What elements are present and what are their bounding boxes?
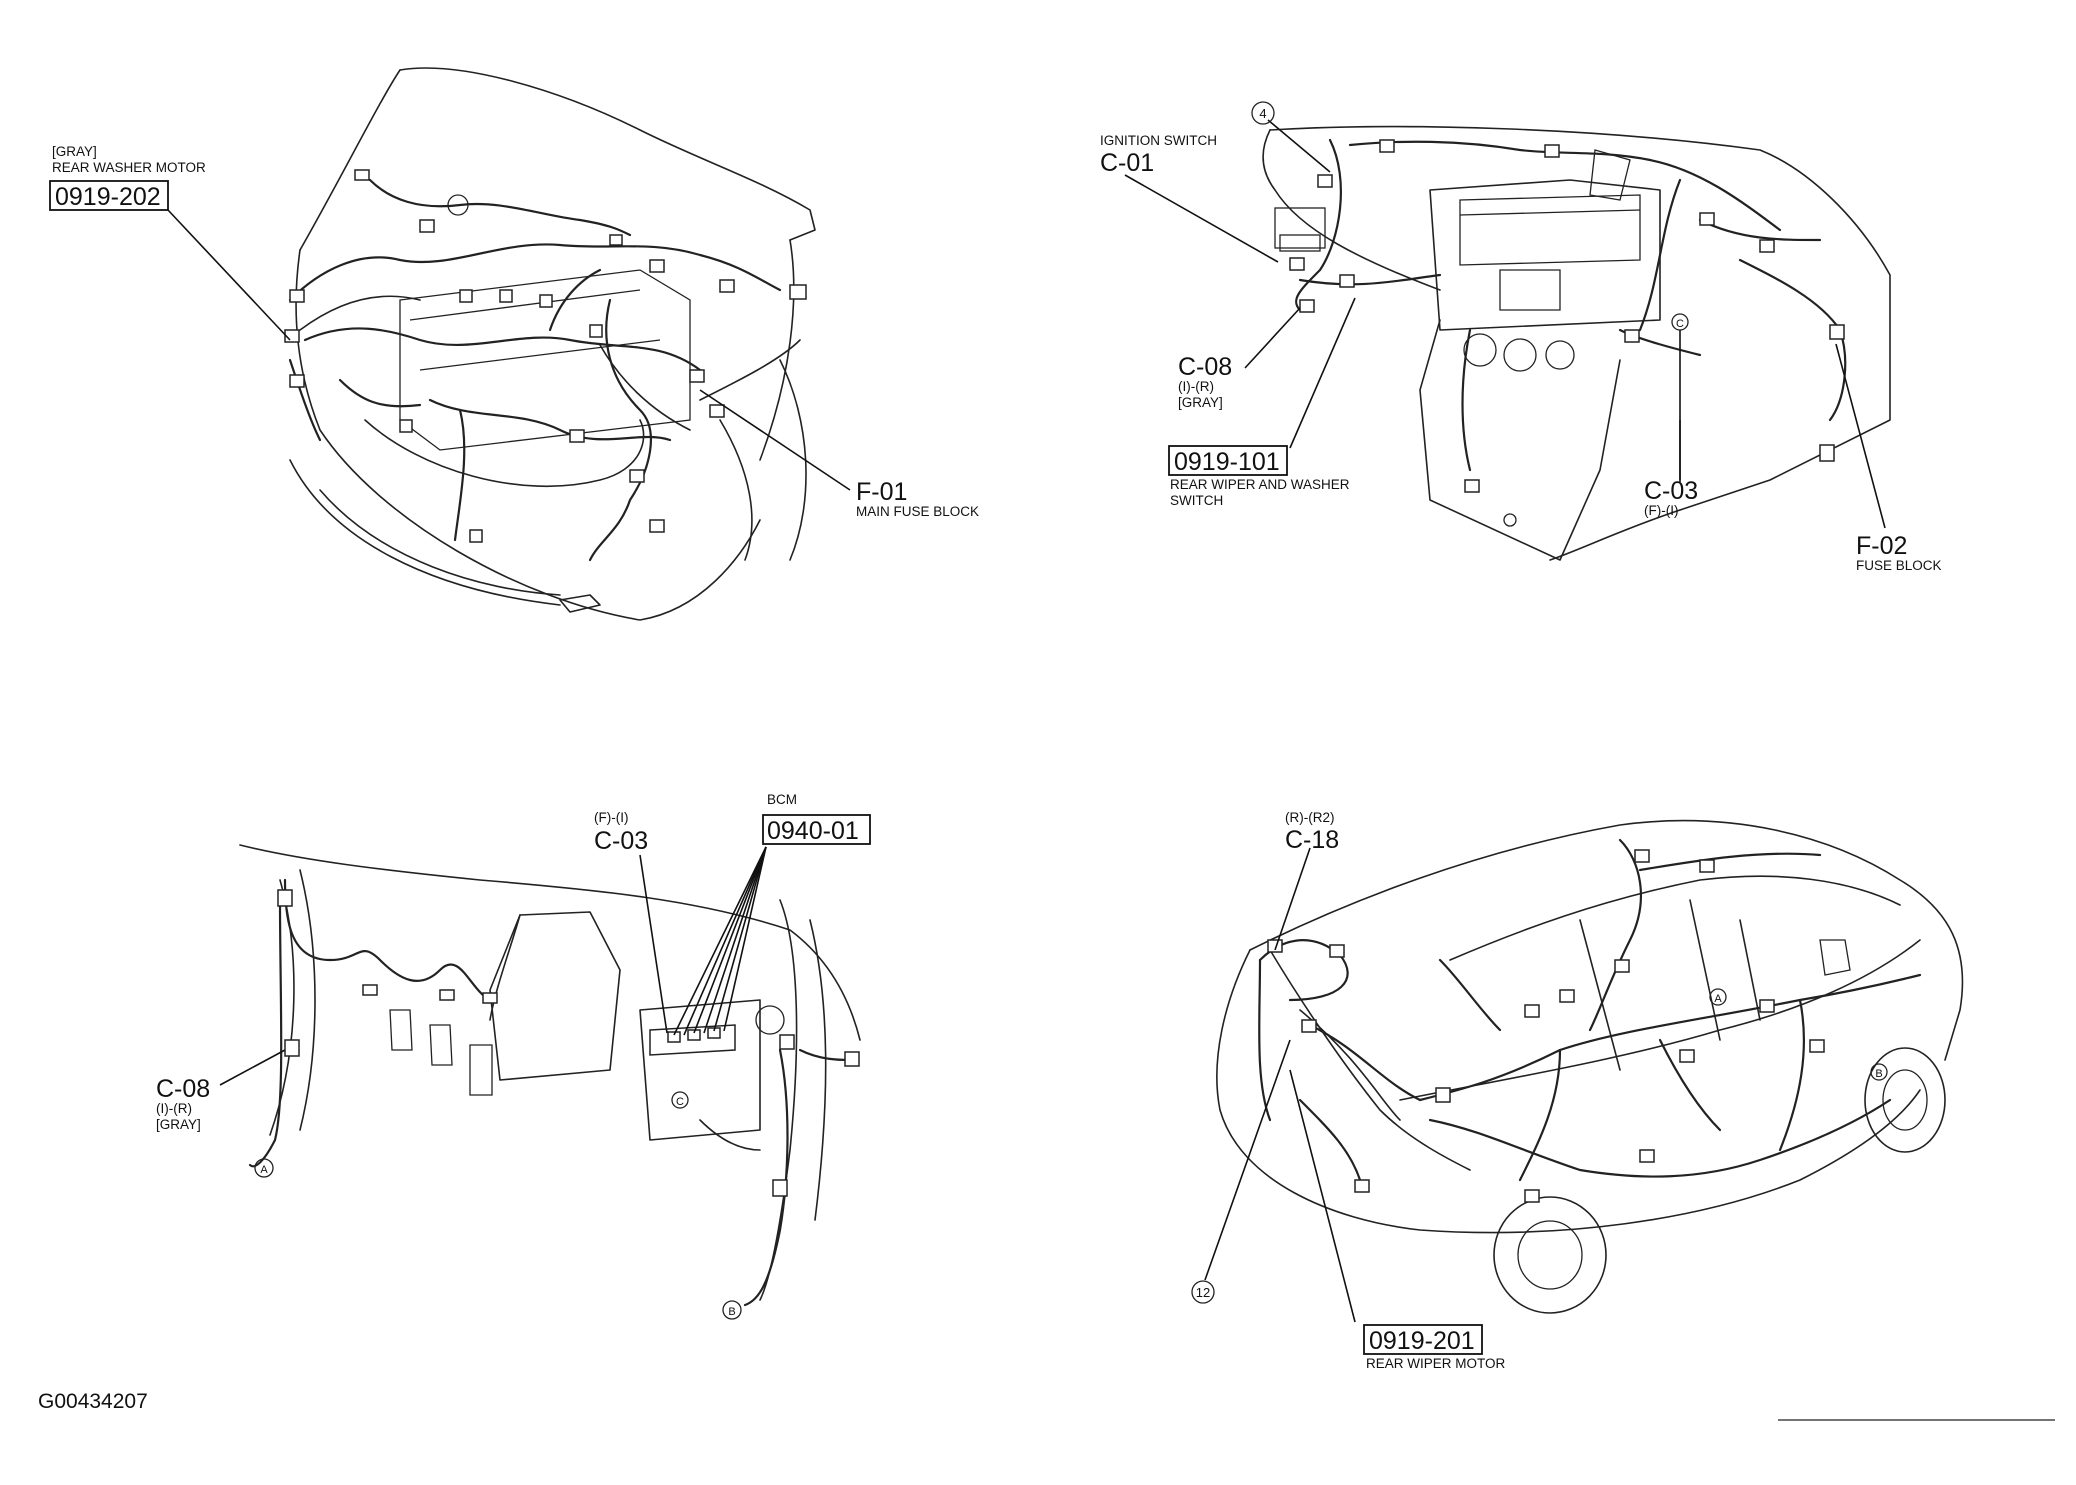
figure-id: G00434207	[38, 1390, 148, 1413]
c08-pins-instrument: (I)-(R)	[156, 1101, 192, 1116]
rear-wiper-washer-switch-label-1: REAR WIPER AND WASHER	[1170, 477, 1350, 492]
c08-pins: (I)-(R)	[1178, 379, 1214, 394]
callout-4: 4	[1259, 106, 1266, 121]
instrument-panel: BCM 0940-01 (F)-(I) C-03 C-08 (I)-(R) [G…	[156, 792, 871, 1320]
rear-body-panel: (R)-(R2) C-18 12 0919-201 REAR WIPER MOT…	[1191, 810, 1964, 1371]
marker-b-instrument: B	[728, 1306, 735, 1318]
c08-color-note: [GRAY]	[1178, 395, 1223, 410]
rear-washer-motor-code-box	[49, 180, 169, 211]
c08-code: C-08	[1178, 353, 1232, 381]
rear-wiper-washer-switch-label-2: SWITCH	[1170, 493, 1223, 508]
bcm-code: 0940-01	[767, 817, 859, 845]
main-fuse-block-code: F-01	[856, 478, 907, 506]
ignition-switch-label: IGNITION SWITCH	[1100, 133, 1217, 148]
rear-wiper-motor-code-box	[1363, 1324, 1483, 1355]
marker-c-instrument: C	[676, 1096, 684, 1108]
c18-code: C-18	[1285, 826, 1339, 854]
c03-code-instrument: C-03	[594, 827, 648, 855]
rear-washer-motor-color-note: [GRAY]	[52, 144, 97, 159]
rear-washer-motor-label: REAR WASHER MOTOR	[52, 160, 206, 175]
ignition-switch-code: C-01	[1100, 149, 1154, 177]
marker-c-dashboard: C	[1676, 318, 1684, 330]
rear-wiper-washer-switch-code: 0919-101	[1174, 448, 1280, 476]
c03-pins: (F)-(I)	[1644, 503, 1678, 518]
marker-b-rear: B	[1875, 1068, 1882, 1080]
callout-12: 12	[1196, 1285, 1210, 1300]
marker-a-instrument: A	[260, 1164, 268, 1176]
c08-color-note-instrument: [GRAY]	[156, 1117, 201, 1132]
marker-a-rear: A	[1714, 993, 1722, 1005]
bcm-label: BCM	[767, 792, 797, 807]
fuse-block-code: F-02	[1856, 532, 1907, 560]
rear-wiper-motor-code: 0919-201	[1369, 1327, 1475, 1355]
rear-washer-motor-code: 0919-202	[55, 183, 161, 211]
fuse-block-label: FUSE BLOCK	[1856, 558, 1942, 573]
c18-pins: (R)-(R2)	[1285, 810, 1335, 825]
c08-code-instrument: C-08	[156, 1075, 210, 1103]
main-fuse-block-label: MAIN FUSE BLOCK	[856, 504, 979, 519]
rear-wiper-motor-label: REAR WIPER MOTOR	[1366, 1356, 1506, 1371]
dashboard-panel: 4 IGNITION SWITCH C-01 C-08 (I)-(R) [GRA…	[1100, 101, 1942, 573]
engine-compartment-panel: [GRAY] REAR WASHER MOTOR 0919-202 F-01 M…	[49, 67, 979, 621]
c03-pins-instrument: (F)-(I)	[594, 810, 628, 825]
rear-wiper-washer-switch-code-box	[1168, 445, 1288, 476]
bcm-code-box	[762, 814, 871, 845]
c03-code: C-03	[1644, 477, 1698, 505]
